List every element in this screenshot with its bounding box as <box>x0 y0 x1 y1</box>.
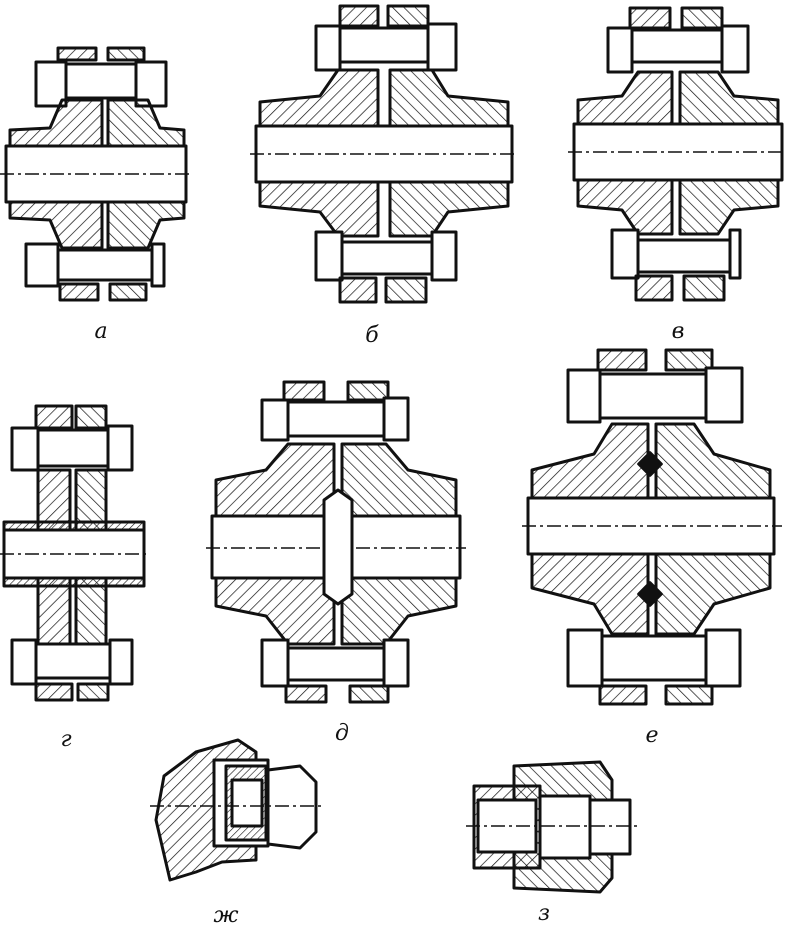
label-v: в <box>672 319 685 344</box>
label-zh: ж <box>213 903 238 928</box>
joint-b <box>250 4 518 304</box>
label-g: г <box>60 727 71 752</box>
label-d: д <box>335 721 349 746</box>
joint-g <box>0 404 150 702</box>
joint-d <box>206 380 466 704</box>
label-a: а <box>94 319 107 344</box>
joint-e <box>522 348 782 706</box>
joint-a <box>0 46 192 302</box>
label-e: е <box>645 723 658 748</box>
label-z: з <box>538 901 550 926</box>
joint-zh <box>150 738 322 882</box>
label-b: б <box>365 323 379 348</box>
joint-v <box>568 6 786 302</box>
joint-z <box>466 760 640 894</box>
